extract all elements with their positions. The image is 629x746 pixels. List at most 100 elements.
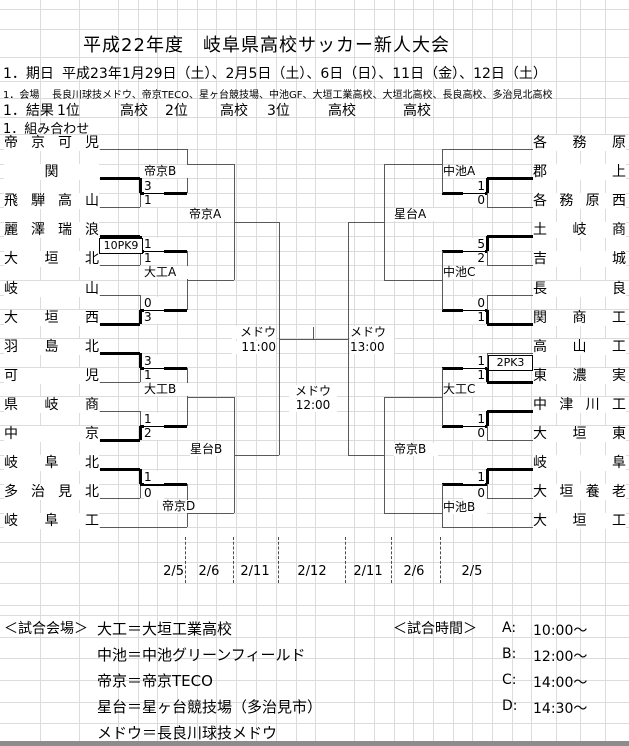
team-name: 県岐商 [4, 397, 99, 413]
grid-row-line [0, 583, 629, 584]
time-legend-key: C: [502, 672, 517, 688]
team-name-char: 工 [612, 339, 626, 355]
team-name-char: 京 [31, 135, 45, 151]
score-label: 0 [463, 297, 485, 310]
match-venue-label: 帝京B [394, 443, 438, 456]
winner-line [442, 482, 487, 486]
team-name: 羽島北 [4, 339, 99, 355]
score-label: 0 [463, 487, 485, 500]
bracket-junction-line [485, 178, 489, 193]
bracket-line [187, 163, 234, 165]
team-name-char: 山 [85, 193, 99, 209]
team-line [487, 352, 533, 354]
grid-column-line [177, 0, 178, 741]
team-name-char: 東 [533, 368, 547, 384]
team-line [100, 264, 140, 266]
grid-row-line [0, 513, 629, 514]
team-name-char: 西 [611, 193, 626, 209]
team-name-char: 津 [559, 397, 574, 413]
grid-row-line [0, 164, 629, 165]
grid-column-line [276, 0, 277, 741]
team-name-char: 羽 [4, 339, 18, 355]
pairings-label: 1．組み合わせ [3, 122, 90, 137]
match-venue-label: 13:00 [350, 341, 394, 354]
match-venue-label: メドウ [350, 326, 394, 339]
team-name-char: 垣 [572, 513, 587, 529]
team-name: 大垣東 [533, 426, 626, 442]
winner-line [140, 191, 187, 195]
team-name: 高山工 [533, 339, 626, 355]
team-name-char: 城 [612, 251, 626, 267]
time-legend-value: 10:00～ [533, 623, 588, 639]
grid-row-line [0, 527, 629, 528]
team-line [100, 294, 140, 296]
grid-column-line [216, 0, 217, 741]
grid-row-line [0, 680, 629, 681]
date-separator-line [233, 537, 234, 583]
grid-column-line [374, 0, 375, 741]
grid-row-line [0, 251, 629, 252]
score-label: 0 [144, 297, 164, 310]
team-name-char: 工 [612, 310, 626, 326]
bracket-junction-line [138, 310, 142, 324]
time-legend-value: 14:00～ [533, 675, 588, 691]
time-legend-key: D: [502, 698, 518, 714]
team-name-char: 阜 [44, 455, 59, 471]
team-name-char: 東 [612, 426, 626, 442]
team-line [487, 409, 533, 413]
grid-row-line [0, 265, 629, 266]
bracket-junction-line [186, 251, 188, 310]
time-legend-title: ＜試合時間＞ [393, 621, 477, 637]
team-name-char: 養 [585, 484, 600, 500]
match-venue-label: 大工B [144, 383, 188, 396]
grid-row-line [0, 498, 629, 499]
score-label: 1 [144, 252, 164, 265]
team-name-char: 児 [85, 368, 99, 384]
grid-row-line [0, 702, 629, 703]
team-name-char: 北 [85, 455, 99, 471]
venue-legend-item: 中池＝中池グリーンフィールド [97, 646, 306, 664]
team-name: 飛騨高山 [4, 193, 99, 209]
grid-column-line [197, 0, 198, 741]
team-name: 郡上 [533, 164, 626, 180]
match-venue-label: 中池A [443, 165, 487, 178]
team-name-char: 各 [533, 135, 547, 151]
team-name-char: 大 [533, 484, 547, 500]
team-name-char: 島 [44, 339, 59, 355]
team-name-char: 関 [44, 164, 59, 180]
bracket-line [187, 396, 234, 398]
grid-row-line [0, 484, 629, 485]
team-name-char: 瑞 [58, 222, 72, 238]
team-name-char: 上 [612, 164, 626, 180]
date-separator-line [345, 537, 346, 583]
bracket-line [348, 454, 384, 456]
bracket-junction-line [138, 469, 142, 484]
grid-row-line [0, 57, 629, 58]
champion-tick [312, 327, 314, 339]
team-line [100, 234, 140, 238]
grid-row-line [0, 236, 629, 237]
grid-row-line [0, 295, 629, 296]
round-date-label: 2/6 [198, 564, 220, 579]
team-line [487, 264, 533, 266]
winner-line [442, 366, 487, 370]
score-label: 1 [463, 471, 485, 484]
score-label: 5 [463, 238, 485, 251]
team-name: 大垣西 [4, 310, 99, 326]
team-line [100, 438, 140, 442]
grid-column-line [394, 0, 395, 741]
team-name-char: 老 [611, 484, 626, 500]
bracket-junction-line [383, 164, 385, 280]
grid-row-line [0, 637, 629, 638]
team-name-char: 見 [58, 484, 72, 500]
grid-column-line [138, 0, 139, 741]
score-label: 1 [463, 355, 485, 368]
grid-row-line [0, 81, 629, 82]
team-name: 岐阜工 [4, 513, 99, 529]
team-name-char: 川 [585, 397, 600, 413]
team-name-char: 岐 [533, 455, 547, 471]
venue-legend-item: 星台＝星ヶ台競技場（多治見市） [97, 698, 323, 716]
team-name-char: 麗 [4, 222, 18, 238]
grid-row-line [0, 207, 629, 208]
score-label: 2 [463, 252, 485, 265]
